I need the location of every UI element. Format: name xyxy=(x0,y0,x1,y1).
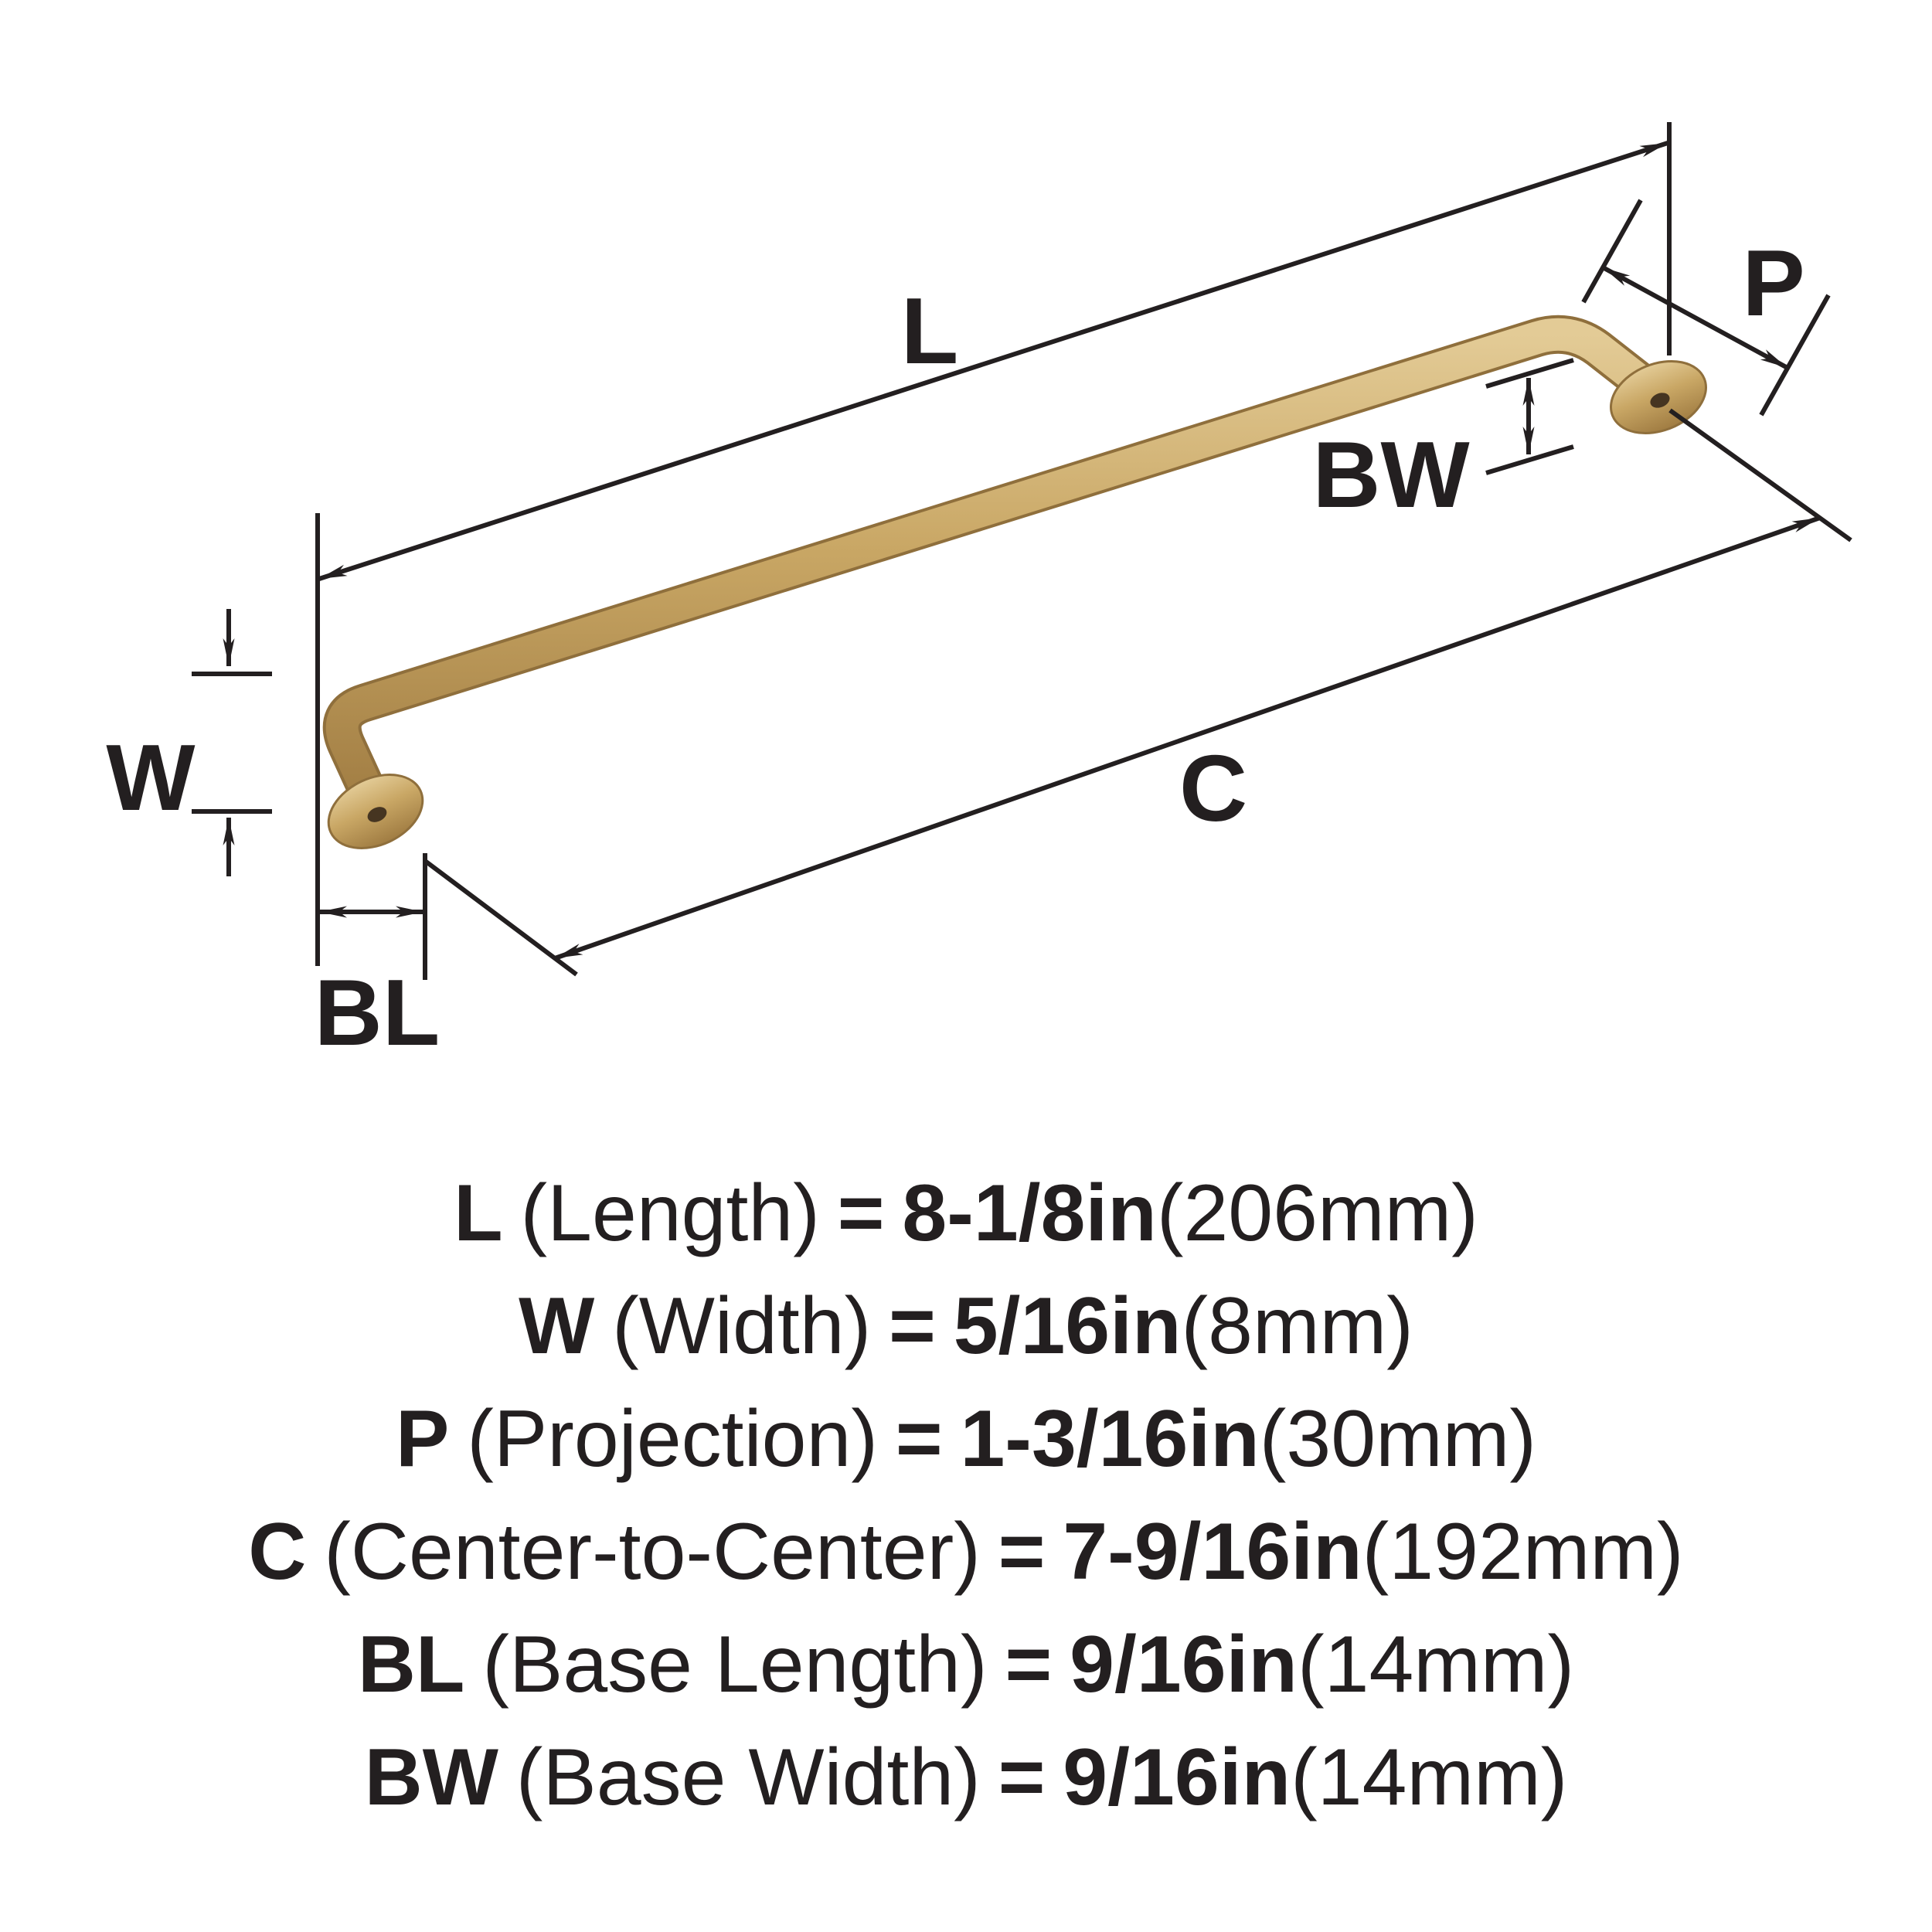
legend-equals: = xyxy=(895,1394,943,1484)
bw-tick-upper xyxy=(1485,358,1574,389)
legend-metric: (192mm) xyxy=(1362,1507,1684,1597)
legend-value: 7-9/16in xyxy=(1063,1507,1362,1597)
l-dim-line xyxy=(318,141,1668,581)
left-screw-hole-icon xyxy=(367,807,387,822)
legend-desc: (Width) xyxy=(612,1281,872,1371)
legend-value: 9/16in xyxy=(1063,1733,1291,1822)
legend-equals: = xyxy=(998,1733,1046,1822)
legend-value: 1-3/16in xyxy=(960,1394,1260,1484)
diagram-stage: L P BW C W BL xyxy=(106,122,1852,1065)
c-ext-line-left xyxy=(423,859,578,977)
legend-metric: (30mm) xyxy=(1259,1394,1536,1484)
legend-row-center-to-center: C(Center-to-Center)=7-9/16in(192mm) xyxy=(0,1495,1932,1608)
legend-metric: (14mm) xyxy=(1297,1620,1575,1709)
handle-bar xyxy=(325,318,1668,815)
legend-desc: (Projection) xyxy=(467,1394,878,1484)
label-l: L xyxy=(901,278,959,383)
label-p: P xyxy=(1742,230,1804,335)
handle-bar-outline xyxy=(322,315,1671,817)
legend-equals: = xyxy=(998,1507,1046,1597)
c-dim-line xyxy=(554,515,1821,961)
p-ext-line-upper xyxy=(1581,199,1643,304)
legend-metric: (206mm) xyxy=(1156,1168,1478,1258)
legend-metric: (14mm) xyxy=(1291,1733,1568,1822)
legend-key: L xyxy=(454,1168,503,1258)
handle xyxy=(322,315,1707,849)
legend-equals: = xyxy=(837,1168,885,1258)
p-ext-line-lower xyxy=(1759,294,1831,417)
legend-key: C xyxy=(248,1507,307,1597)
legend-desc: (Base Width) xyxy=(515,1733,981,1822)
legend-equals: = xyxy=(1005,1620,1053,1709)
label-w: W xyxy=(106,725,196,830)
legend-key: W xyxy=(519,1281,595,1371)
p-dim-line xyxy=(1601,265,1789,370)
legend-key: BW xyxy=(364,1733,498,1822)
legend-row-width: W(Width)=5/16in(8mm) xyxy=(0,1270,1932,1383)
legend-key: BL xyxy=(357,1620,465,1709)
legend-desc: (Center-to-Center) xyxy=(324,1507,981,1597)
label-c: C xyxy=(1179,736,1247,841)
c-ext-line-right xyxy=(1668,408,1852,543)
legend-value: 8-1/8in xyxy=(902,1168,1157,1258)
legend-row-length: L(Length)=8-1/8in(206mm) xyxy=(0,1157,1932,1270)
label-bw: BW xyxy=(1312,422,1470,527)
legend-row-base-length: BL(Base Length)=9/16in(14mm) xyxy=(0,1608,1932,1721)
dimension-lines xyxy=(192,122,1852,980)
label-bl: BL xyxy=(315,960,440,1065)
legend-key: P xyxy=(396,1394,450,1484)
legend-value: 9/16in xyxy=(1070,1620,1298,1709)
legend-row-projection: P(Projection)=1-3/16in(30mm) xyxy=(0,1383,1932,1495)
legend-desc: (Length) xyxy=(520,1168,820,1258)
dimension-labels: L P BW C W BL xyxy=(106,230,1804,1065)
legend-equals: = xyxy=(889,1281,936,1371)
bw-tick-lower xyxy=(1485,444,1574,475)
legend-value: 5/16in xyxy=(953,1281,1182,1371)
legend-row-base-width: BW(Base Width)=9/16in(14mm) xyxy=(0,1721,1932,1834)
legend-desc: (Base Length) xyxy=(482,1620,988,1709)
left-base xyxy=(327,774,424,849)
legend-metric: (8mm) xyxy=(1181,1281,1413,1371)
legend: L(Length)=8-1/8in(206mm) W(Width)=5/16in… xyxy=(0,1157,1932,1834)
dimension-diagram: L P BW C W BL xyxy=(106,122,1852,1065)
